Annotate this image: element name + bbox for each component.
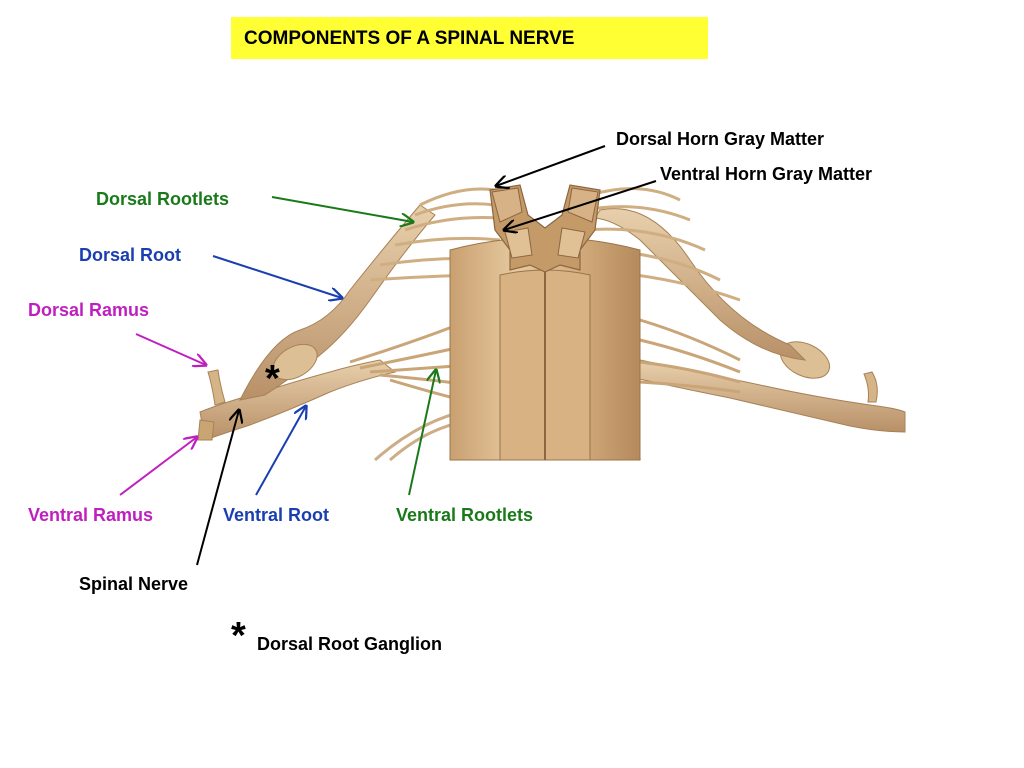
label-dorsal-rootlets: Dorsal Rootlets [96,189,230,209]
diagram-title: COMPONENTS OF A SPINAL NERVE [244,28,575,49]
label-dorsal-horn-gray-matter: Dorsal Horn Gray Matter [616,129,825,149]
footnote-symbol: * [231,615,246,657]
right-ventral-rootlets [639,318,741,394]
dorsal-ramus-stub [207,369,226,406]
footnote-text: Dorsal Root Ganglion [257,634,443,654]
ventral-horn-left [504,227,533,259]
left-ganglion-shape [272,343,318,381]
label-ventral-rootlets: Ventral Rootlets [396,505,534,525]
ventral-horn-leader [504,180,657,230]
dorsal-root-leader [212,255,342,298]
ganglion-marker: * [265,358,280,400]
label-dorsal-ramus: Dorsal Ramus [28,300,150,320]
ventral-ramus-leader [119,437,197,496]
ventral-ramus-stub [197,419,215,441]
title-box: COMPONENTS OF A SPINAL NERVE [231,17,708,59]
dorsal-horn-leader [496,145,606,186]
spinal-nerve-leader [196,410,239,566]
right-dorsal-ramus-stub [863,371,878,403]
ventral-horn-right [557,227,586,259]
label-dorsal-root: Dorsal Root [79,245,182,265]
right-dorsal-root-shape [594,208,807,361]
right-spinal-nerve-shape [634,359,906,433]
label-ventral-root: Ventral Root [223,505,330,525]
leader-lines [119,145,657,566]
dorsal-rootlets-leader [271,196,413,222]
ventral-root-leader [255,406,306,496]
dorsal-ramus-leader [135,333,206,365]
ventral-rootlets-leader [408,370,436,496]
label-ventral-horn-gray-matter: Ventral Horn Gray Matter [660,164,873,184]
label-spinal-nerve: Spinal Nerve [79,574,189,594]
label-ventral-ramus: Ventral Ramus [28,505,154,525]
